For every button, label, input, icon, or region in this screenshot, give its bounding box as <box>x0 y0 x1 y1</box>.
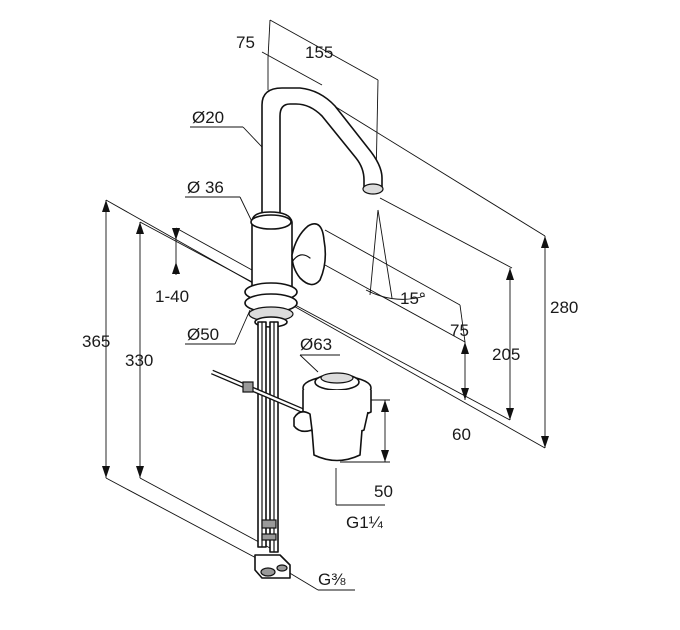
label-deck-thickness: 1-40 <box>155 287 189 306</box>
faucet-body <box>210 87 384 579</box>
label-supply-thread: G⅜ <box>318 570 346 589</box>
label-top-offset: 75 <box>236 33 255 52</box>
label-base-diameter: Ø50 <box>187 325 219 344</box>
label-overall-height: 365 <box>82 332 110 351</box>
label-swivel-angle: 15° <box>400 289 426 308</box>
label-overall-spout-height: 280 <box>550 298 578 317</box>
label-height-to-base: 330 <box>125 351 153 370</box>
dimension-labels: 75 155 Ø20 Ø 36 1-40 365 330 Ø50 15° 75 … <box>82 33 578 589</box>
label-body-diameter: Ø 36 <box>187 178 224 197</box>
label-waste-diameter: Ø63 <box>300 335 332 354</box>
label-outlet-height: 205 <box>492 345 520 364</box>
label-waste-thread: G1¼ <box>346 513 384 532</box>
label-spout-diameter: Ø20 <box>192 108 224 127</box>
label-spout-reach: 155 <box>305 43 333 62</box>
label-outlet-offset: 75 <box>450 321 469 340</box>
label-waste-offset: 60 <box>452 425 471 444</box>
pop-up-waste <box>293 372 372 462</box>
dimension-lines <box>102 19 549 591</box>
label-waste-length: 50 <box>374 482 393 501</box>
